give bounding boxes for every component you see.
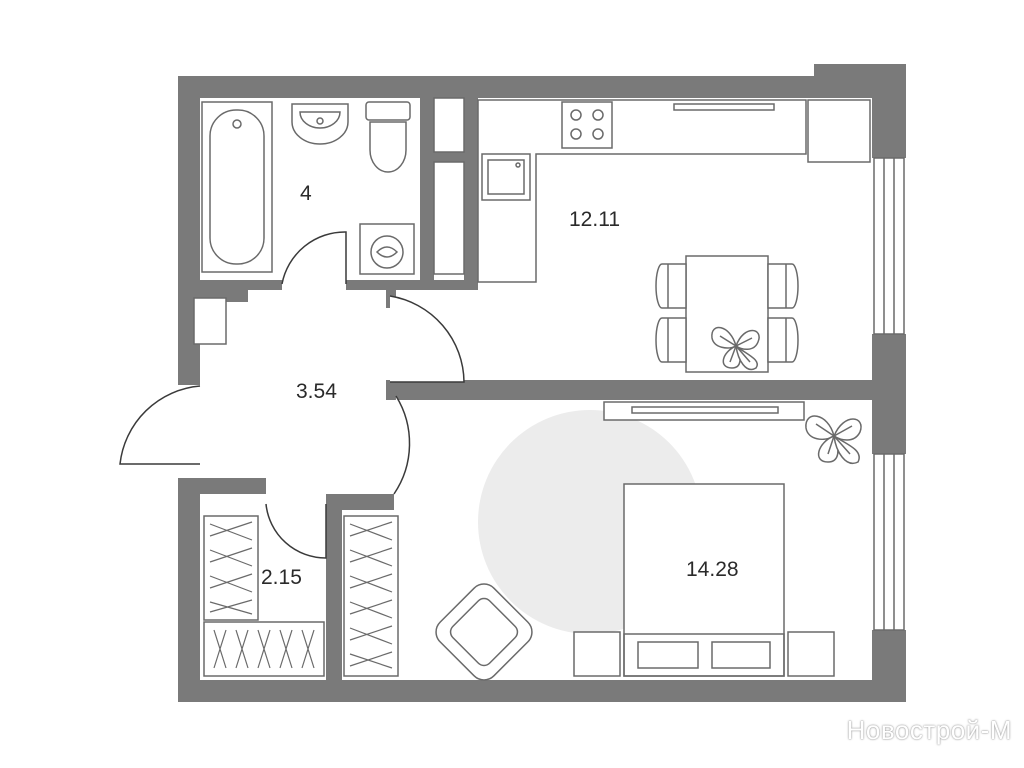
wall-kitchen-left	[464, 98, 478, 284]
nightstand-icon	[787, 631, 835, 677]
bed-icon	[623, 483, 785, 677]
nightstand-icon	[573, 631, 621, 677]
windows	[873, 157, 905, 631]
watermark: Новострой-М	[846, 715, 1012, 745]
wall-right-middle	[872, 334, 906, 454]
wall-niche-divider	[420, 152, 478, 162]
wall-bath-bottom-left	[200, 280, 282, 290]
wall-storage-bedroom	[326, 494, 342, 680]
utility-niche-upper	[433, 97, 465, 153]
wall-bath-bottom	[346, 280, 478, 290]
window-icon	[873, 453, 905, 631]
bathtub-icon	[201, 101, 273, 273]
wall-kitchen-bedroom	[386, 380, 872, 400]
door-icon	[281, 231, 347, 285]
stove-icon	[561, 101, 613, 149]
plant-icon	[805, 415, 862, 465]
chair-icon	[767, 317, 799, 363]
utility-niche-lower	[433, 161, 465, 275]
hangers	[209, 521, 393, 669]
kitchen-counter	[477, 99, 807, 283]
wall-right-bottom	[872, 630, 906, 702]
doors	[119, 231, 465, 559]
radiator-icon	[603, 401, 805, 421]
kitchen-area-label: 12.11	[569, 208, 620, 231]
door-icon	[389, 295, 465, 383]
bedroom-area-label: 14.28	[686, 558, 739, 581]
wall-right-top	[872, 64, 906, 158]
wall-left-lower	[178, 478, 200, 702]
wall-bedroom-top-left	[326, 494, 394, 510]
wall-storage-top	[200, 478, 266, 494]
ventilation-shaft	[193, 297, 227, 345]
wall-bottom	[178, 680, 906, 702]
wall-left-upper	[178, 76, 200, 281]
wall-top	[178, 76, 818, 98]
storage-area-label: 2.15	[261, 566, 302, 589]
chair-icon	[767, 263, 799, 309]
chair-icon	[655, 263, 687, 309]
toilet-icon	[365, 101, 411, 173]
radiator-icon	[673, 103, 775, 111]
bathroom-area-label: 4	[300, 182, 312, 205]
door-icon	[119, 385, 201, 465]
wardrobe	[343, 515, 399, 677]
wall-bath-kitchen	[420, 98, 434, 282]
plant-icon	[711, 326, 760, 371]
kitchen-sink-icon	[481, 153, 531, 201]
washing-machine-icon	[359, 223, 415, 275]
hallway-area-label: 3.54	[296, 380, 337, 403]
refrigerator	[807, 99, 871, 163]
walls	[178, 64, 906, 702]
window-icon	[873, 157, 905, 335]
sink-icon	[291, 103, 349, 145]
armchair-icon	[435, 583, 533, 681]
door-icon	[393, 395, 411, 495]
chair-icon	[655, 317, 687, 363]
door-icon	[265, 503, 327, 559]
